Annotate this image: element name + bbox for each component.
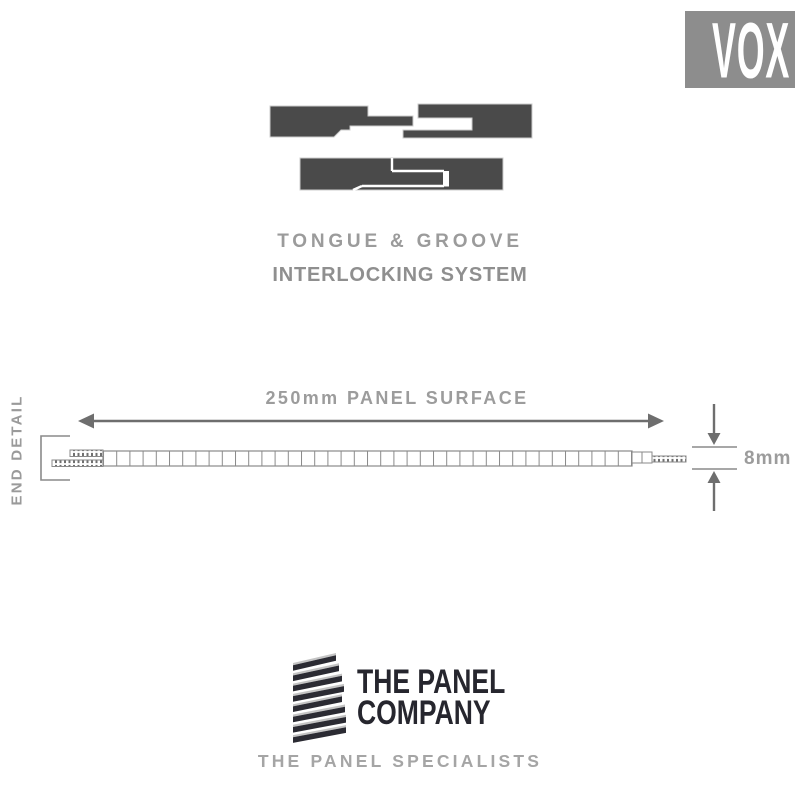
company-name: THE PANEL COMPANY [357, 663, 506, 732]
company-name-line1: THE PANEL [357, 663, 506, 701]
panel-stack-icon [293, 653, 346, 743]
arrowhead-down-icon [707, 433, 721, 445]
vox-logo: VOX [685, 4, 795, 95]
right-tongue-strip [651, 455, 687, 463]
joint-seam-lines [352, 158, 444, 192]
panel-with-groove-shape [402, 103, 533, 139]
left-lower-tongue-strip [51, 459, 104, 467]
thickness-dimension-label: 8mm [744, 448, 792, 469]
joint-gap [443, 171, 449, 187]
company-tagline: THE PANEL SPECIALISTS [257, 751, 543, 771]
arrowhead-up-icon [707, 471, 721, 483]
hero-subtitle: INTERLOCKING SYSTEM [272, 264, 528, 286]
left-upper-tongue-strip [69, 449, 104, 457]
panel-with-tongue-shape [269, 105, 414, 138]
panel-hollow-core-body [102, 450, 633, 467]
panel-cross-section-diagram [40, 404, 737, 511]
company-name-line2: COMPANY [357, 694, 491, 732]
panel-cross-section [51, 449, 687, 467]
end-detail-bracket [40, 435, 70, 481]
width-dimension-arrow [78, 413, 664, 429]
thickness-dimension-indicator [692, 404, 737, 511]
joined-panels-shape [299, 157, 504, 192]
hero-title: TONGUE & GROOVE [277, 231, 523, 252]
vox-logo-label: VOX [711, 4, 790, 95]
width-dimension-label: 250mm PANEL SURFACE [265, 388, 529, 408]
tongue-and-groove-illustration [269, 103, 533, 192]
arrowhead-left-icon [78, 413, 94, 429]
arrowhead-right-icon [648, 413, 664, 429]
